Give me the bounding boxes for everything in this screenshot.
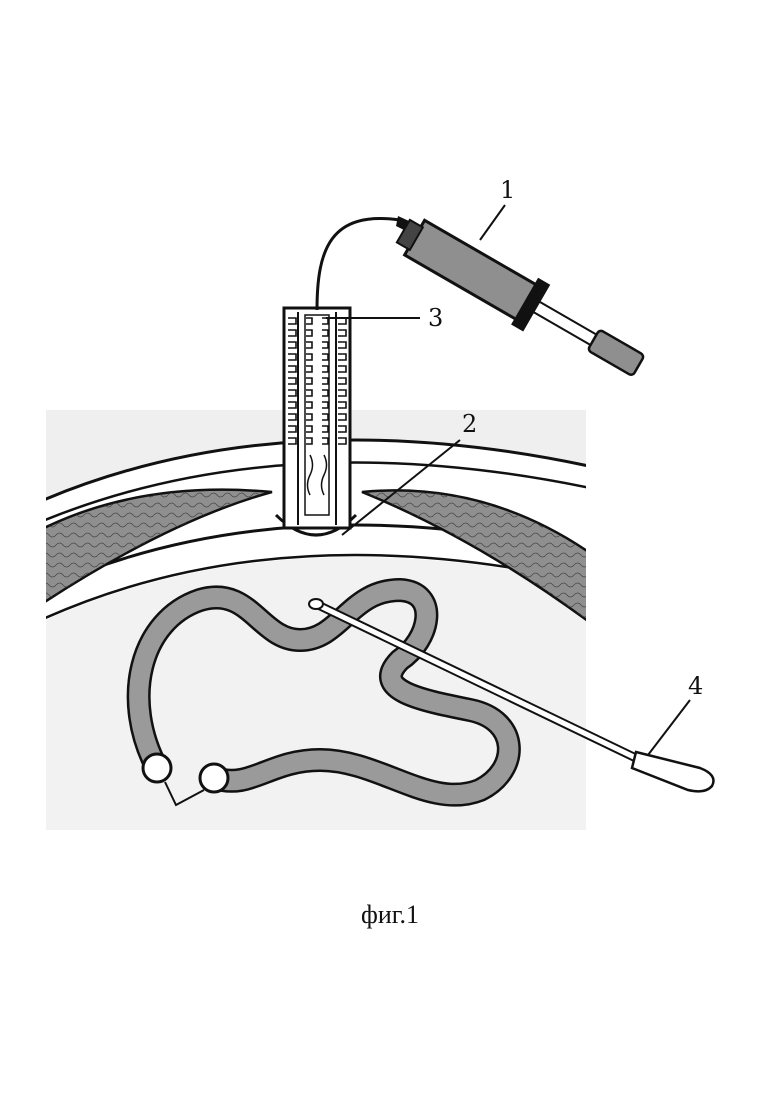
label-puncture: 2: [462, 410, 477, 438]
bowel-end-left: [143, 754, 171, 782]
figure-caption: фиг.1: [0, 900, 780, 930]
bowel-end-right: [200, 764, 228, 792]
label-trocar: 3: [428, 304, 443, 332]
label-syringe: 1: [500, 176, 515, 204]
trocar-port: [284, 308, 350, 528]
label-probe: 4: [688, 672, 703, 700]
